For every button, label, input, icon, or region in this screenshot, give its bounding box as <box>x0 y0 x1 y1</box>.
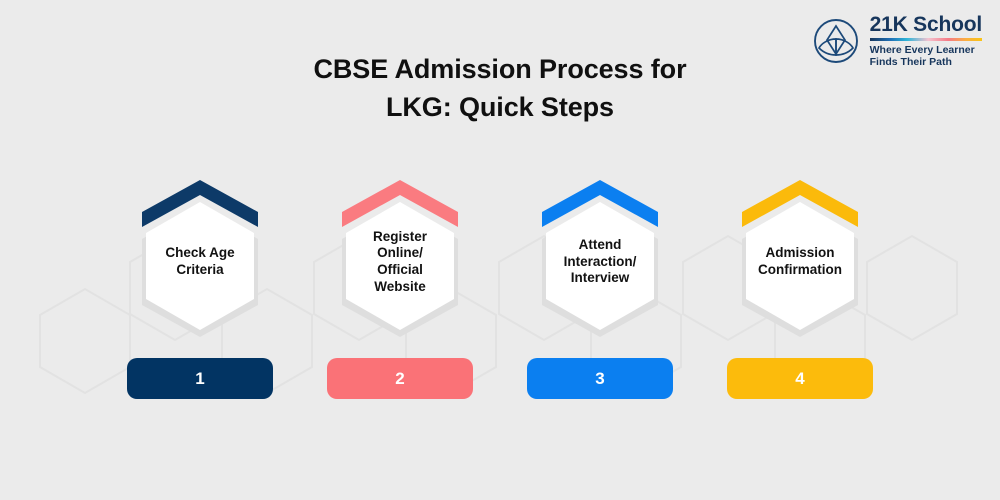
step-1-hexagon: Check Age Criteria <box>130 175 270 360</box>
step-1-number: 1 <box>195 368 205 388</box>
brand-logo: 21K School Where Every Learner Finds The… <box>812 13 983 69</box>
step-2-label: Register Online/ Official Website <box>372 228 428 294</box>
step-3-hexagon-body <box>546 202 654 330</box>
step-4-hexagon-body <box>746 202 854 330</box>
step-1-hexagon-body <box>146 202 254 330</box>
step-2-hexagon: Register Online/ Official Website <box>330 175 470 360</box>
step-4-label: Admission Confirmation <box>758 245 842 277</box>
lotus-in-circle-icon <box>813 19 858 64</box>
step-2-number: 2 <box>395 368 405 388</box>
step-3-number: 3 <box>595 368 605 388</box>
step-4-hexagon: Admission Confirmation <box>730 175 870 360</box>
page-title: CBSE Admission Process for LKG: Quick St… <box>313 54 687 123</box>
step-4-number: 4 <box>795 368 805 388</box>
step-3-label: Attend Interaction/ Interview <box>563 236 637 286</box>
step-3-hexagon: Attend Interaction/ Interview <box>530 175 670 360</box>
step-3: Attend Interaction/ Interview 3 <box>527 175 673 405</box>
step-4: Admission Confirmation 4 <box>727 175 873 405</box>
step-2-chevron-cap <box>342 180 458 227</box>
step-1-chevron-cap <box>142 180 258 227</box>
step-4-number-badge[interactable]: 4 <box>727 358 873 399</box>
step-1: Check Age Criteria 1 <box>127 175 273 405</box>
step-3-number-badge[interactable]: 3 <box>527 358 673 399</box>
step-4-chevron-cap <box>742 180 858 227</box>
step-2-number-badge[interactable]: 2 <box>327 358 473 399</box>
logo-tagline: Where Every Learner Finds Their Path <box>869 44 975 69</box>
step-2: Register Online/ Official Website 2 <box>327 175 473 405</box>
step-3-chevron-cap <box>542 180 658 227</box>
logo-gradient-rule <box>869 38 982 42</box>
step-2-hexagon-body <box>346 202 454 330</box>
step-1-number-badge[interactable]: 1 <box>127 358 273 399</box>
logo-wordmark: 21K School <box>869 13 983 36</box>
step-1-label: Check Age Criteria <box>165 245 235 277</box>
process-steps: Check Age Criteria 1 Register Online/ Of… <box>127 175 873 405</box>
